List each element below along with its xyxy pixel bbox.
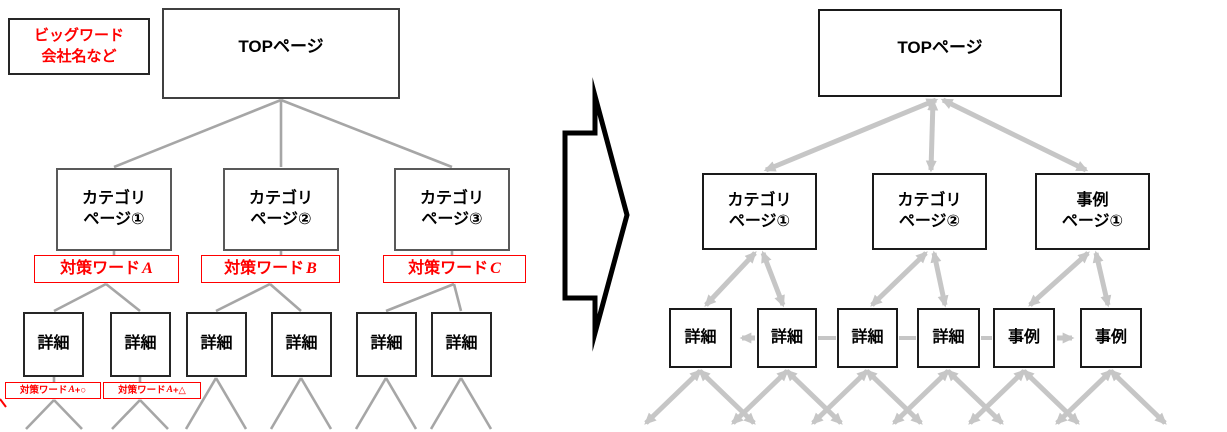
keyword-text: 対策ワード (224, 259, 305, 277)
left-detail-box-2: 詳細 (110, 312, 171, 377)
annotation-line-1: ビッグワード (33, 27, 124, 45)
category-label-line: カテゴリ (419, 189, 484, 207)
left-category-box-1: カテゴリ ページ① (56, 168, 172, 251)
sublabel-text: 対策ワード (118, 384, 166, 396)
right-detail-box-2: 詳細 (757, 308, 817, 368)
keyword-letter: C (490, 259, 501, 277)
left-detail-box-3: 詳細 (186, 312, 247, 377)
sublabel-text: 対策ワード (19, 384, 68, 396)
right-tree-arrows (644, 97, 1167, 425)
keyword-letter: B (306, 259, 317, 277)
category-label-line: カテゴリ (727, 191, 792, 209)
edge-red-mark (0, 398, 7, 408)
right-detail-box-3: 詳細 (837, 308, 898, 368)
left-category-box-2: カテゴリ ページ② (223, 168, 339, 251)
sublabel-letter: A (68, 384, 75, 395)
left-category-box-3: カテゴリ ページ③ (394, 168, 510, 251)
right-detail-box-4: 詳細 (917, 308, 980, 368)
right-case-box-2: 事例 (1080, 308, 1142, 368)
category-label-line: ページ① (83, 210, 145, 228)
right-category-box-2: カテゴリ ページ② (872, 173, 987, 250)
sublabel-letter: A (166, 384, 173, 395)
category-label-line: 事例 (1076, 191, 1109, 209)
keyword-letter: A (142, 259, 153, 277)
category-label-line: ページ② (250, 210, 312, 228)
category-label-line: ページ① (1061, 212, 1124, 230)
left-detail-box-6: 詳細 (431, 312, 492, 377)
left-top-page-box: TOPページ (162, 8, 400, 99)
right-case-box-1: 事例 (993, 308, 1055, 368)
category-label-line: ページ③ (421, 210, 483, 228)
category-label-line: カテゴリ (248, 189, 313, 207)
left-detail-box-1: 詳細 (23, 312, 84, 377)
category-label-line: カテゴリ (897, 191, 962, 209)
category-label-line: ページ② (898, 212, 961, 230)
sublabel-suffix: +○ (74, 384, 87, 396)
left-detail-box-5: 詳細 (356, 312, 417, 377)
category-label-line: ページ① (728, 212, 791, 230)
keyword-text: 対策ワード (408, 259, 489, 277)
right-category-box-1: カテゴリ ページ① (702, 173, 817, 250)
bigword-annotation-box: ビッグワード 会社名など (8, 18, 150, 75)
right-top-page-box: TOPページ (818, 9, 1062, 97)
category-label-line: カテゴリ (81, 189, 146, 207)
left-detail-box-4: 詳細 (271, 312, 332, 377)
right-detail-box-1: 詳細 (669, 308, 732, 368)
right-case-category-box: 事例 ページ① (1035, 173, 1150, 250)
sublabel-suffix: +△ (173, 384, 186, 396)
transform-block-arrow (562, 77, 630, 352)
keyword-text: 対策ワード (60, 259, 141, 277)
annotation-line-2: 会社名など (41, 47, 117, 65)
